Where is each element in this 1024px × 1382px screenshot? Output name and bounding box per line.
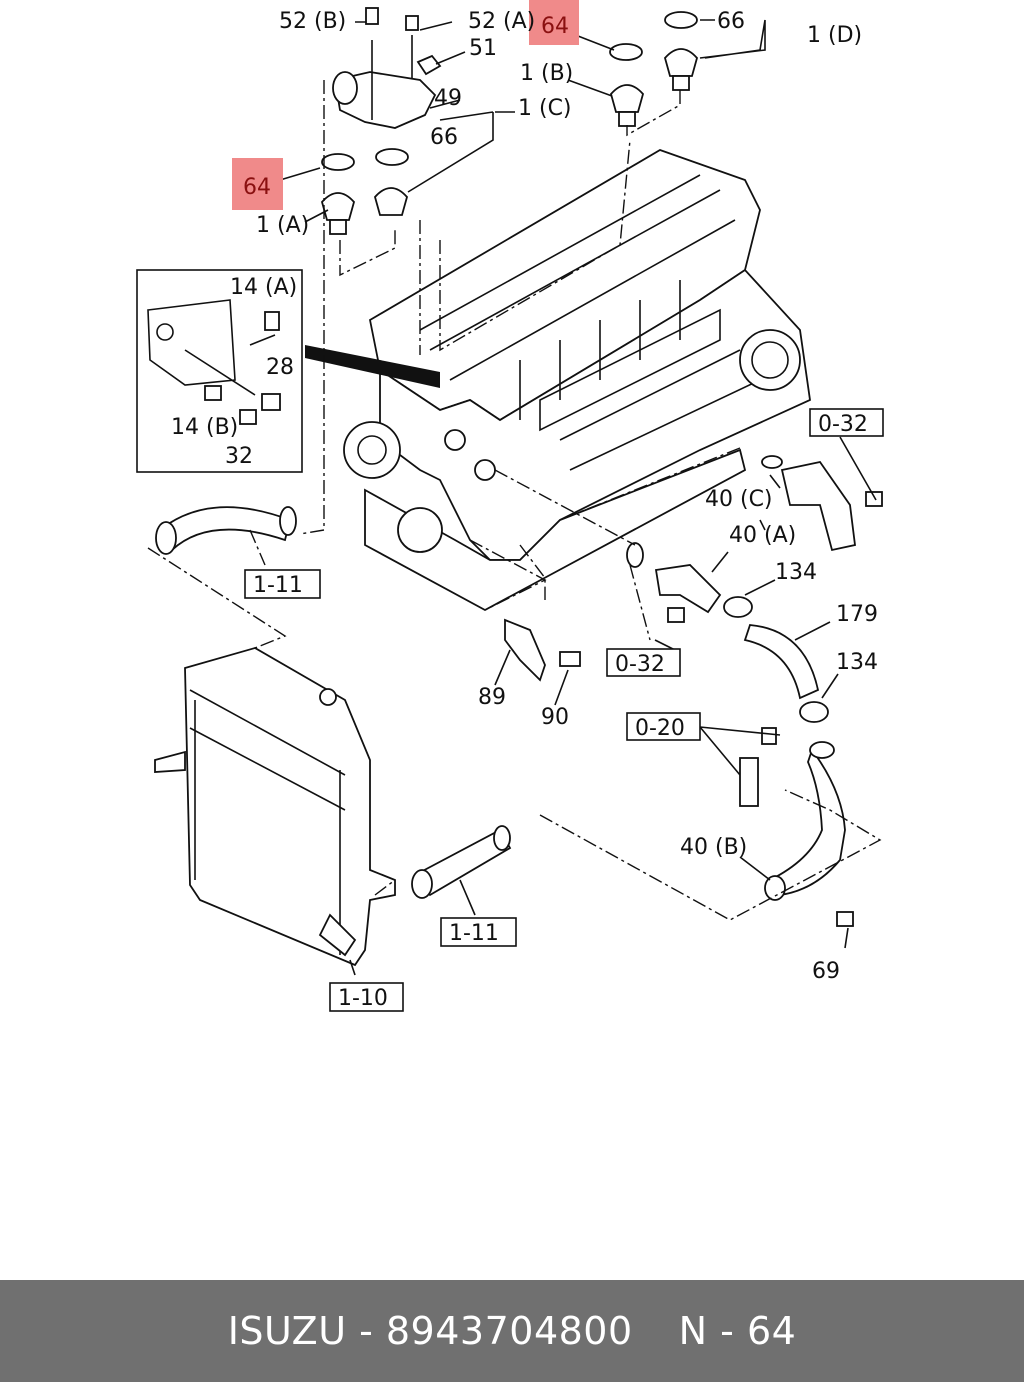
water-inlet-40a <box>626 542 829 723</box>
label-40c: 40 (C) <box>705 487 773 512</box>
upper-hose <box>147 506 297 651</box>
label-64-left: 64 <box>243 175 271 200</box>
thermostat-housing <box>332 7 442 129</box>
label-0-32-a: 0-32 <box>818 412 868 437</box>
radiator <box>154 647 396 967</box>
label-52b: 52 (B) <box>279 9 346 34</box>
lower-pipe-40b <box>739 727 854 927</box>
label-1b: 1 (B) <box>520 61 573 86</box>
label-1-11-b: 1-11 <box>449 921 499 946</box>
label-89: 89 <box>478 685 506 710</box>
diagram-reference: N - 64 <box>678 1309 797 1353</box>
label-0-32-b: 0-32 <box>615 652 665 677</box>
highlight-box-top <box>529 0 579 45</box>
label-32: 32 <box>225 444 253 469</box>
label-1c: 1 (C) <box>518 96 572 121</box>
label-0-20: 0-20 <box>635 716 685 741</box>
inset-detail <box>136 269 303 473</box>
footer-bar: ISUZU - 8943704800 N - 64 <box>0 1280 1024 1382</box>
ref-box-1-11-b <box>440 917 517 947</box>
label-1d: 1 (D) <box>807 23 862 48</box>
engine-block <box>343 149 811 612</box>
exploded-view-svg: 52 (B) 52 (A) 64 66 1 (D) 51 1 (B) 49 1 … <box>136 0 884 1012</box>
footer-text: ISUZU - 8943704800 N - 64 <box>228 1309 797 1353</box>
label-134-a: 134 <box>775 560 817 585</box>
leader-lines-top <box>279 19 766 535</box>
label-179: 179 <box>836 602 878 627</box>
label-69: 69 <box>812 959 840 984</box>
label-90: 90 <box>541 705 569 730</box>
label-40b: 40 (B) <box>680 835 747 860</box>
label-66-top: 66 <box>717 9 745 34</box>
label-14a: 14 (A) <box>230 275 297 300</box>
label-1-11-a: 1-11 <box>253 573 303 598</box>
label-134-b: 134 <box>836 650 878 675</box>
label-1a: 1 (A) <box>256 213 309 238</box>
label-1-10: 1-10 <box>338 986 388 1011</box>
parts-diagram: 52 (B) 52 (A) 64 66 1 (D) 51 1 (B) 49 1 … <box>136 0 884 1012</box>
highlight-box-left <box>232 158 283 210</box>
water-outlet-40c <box>761 455 883 552</box>
ref-box-1-10 <box>329 982 404 1012</box>
label-66-mid: 66 <box>430 125 458 150</box>
brand-part-number: ISUZU - 8943704800 <box>227 1309 633 1353</box>
label-28: 28 <box>266 355 294 380</box>
label-14b: 14 (B) <box>171 415 238 440</box>
ref-box-0-32-b <box>606 648 681 677</box>
ref-box-0-32-a <box>809 408 884 437</box>
lower-hose <box>411 825 512 899</box>
label-49: 49 <box>434 86 462 111</box>
label-51: 51 <box>469 36 497 61</box>
ref-box-1-11-a <box>244 569 321 599</box>
bracket-89 <box>504 618 581 682</box>
pointer-arrow <box>305 345 440 388</box>
leader-lines-lower <box>349 436 882 976</box>
ref-box-0-20 <box>626 712 701 741</box>
label-52a: 52 (A) <box>468 9 535 34</box>
label-64-top: 64 <box>541 14 569 39</box>
gaskets-thermostats <box>321 11 698 235</box>
label-40a: 40 (A) <box>729 523 796 548</box>
